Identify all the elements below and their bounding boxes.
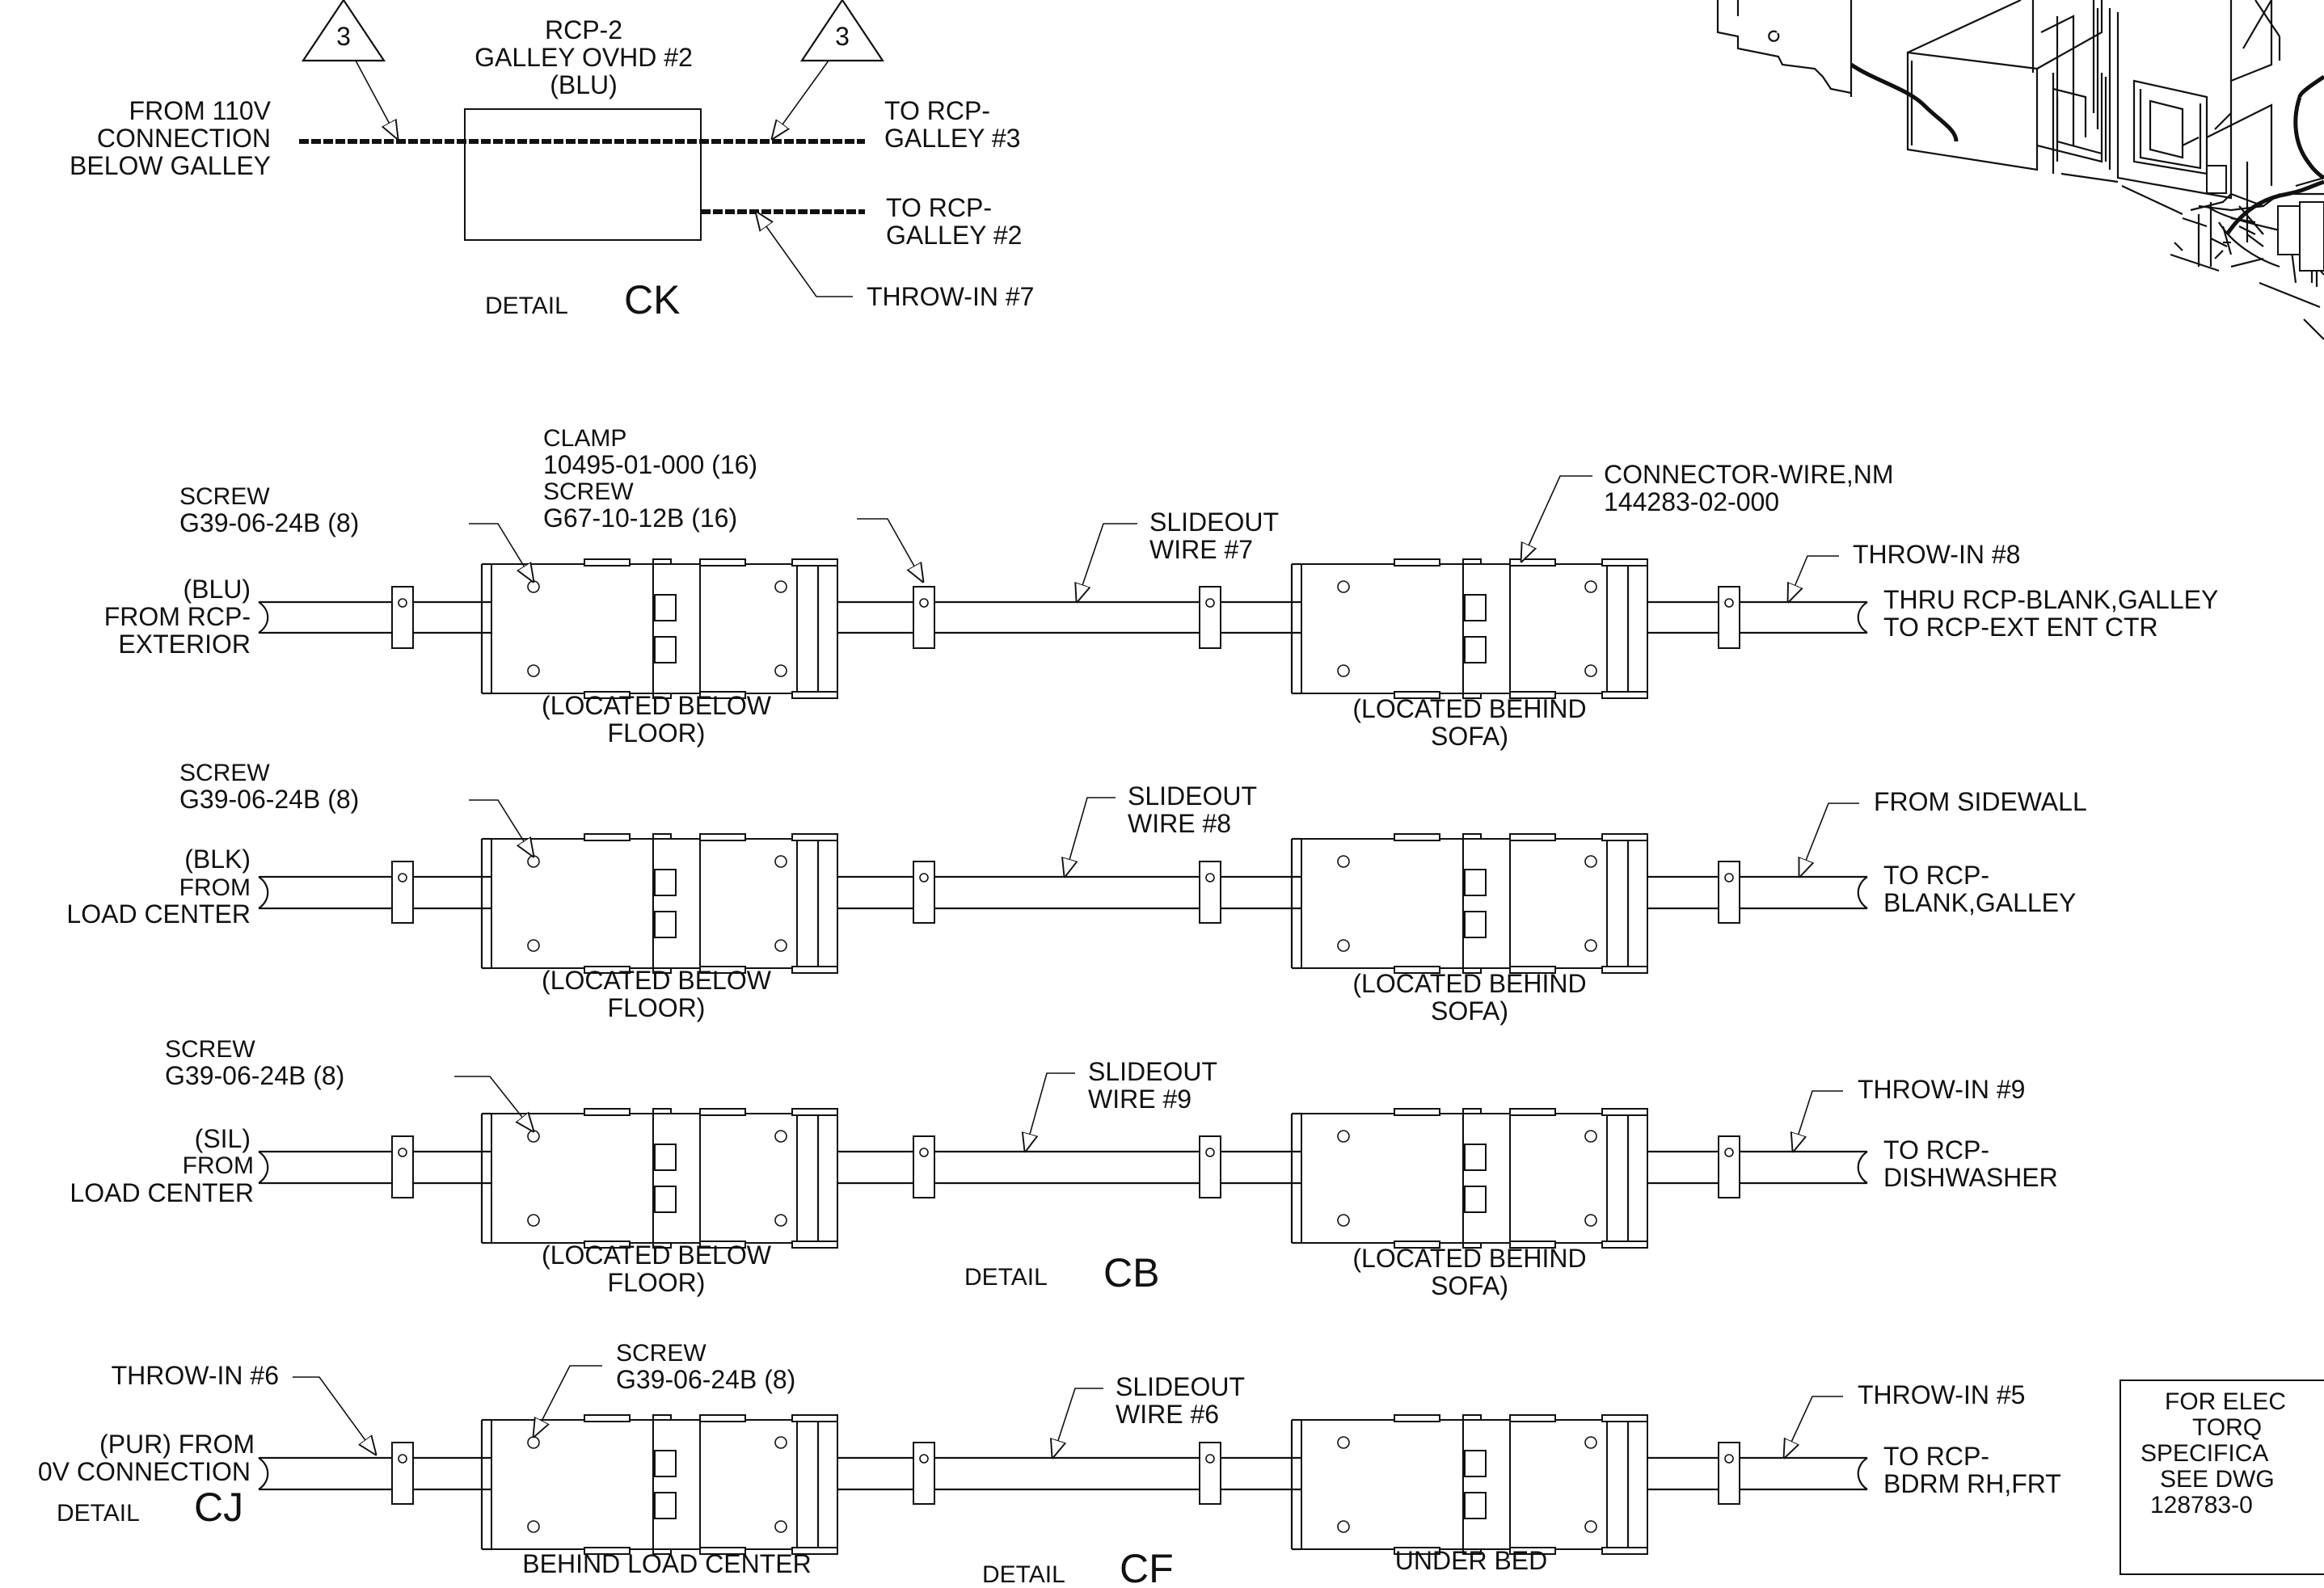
detail-cf-word: DETAIL [982, 1561, 1065, 1588]
note-line2: TORQ [2192, 1414, 2262, 1441]
screw-label-2-line2: G39-06-24B (8) [179, 785, 359, 814]
row1-left-line1: (BLU) [183, 575, 251, 604]
row3-loc-right-line2: SOFA) [1431, 1271, 1508, 1300]
row2-loc-right-line2: SOFA) [1431, 996, 1508, 1026]
wire-7-line1: SLIDEOUT [1149, 508, 1279, 537]
from-sidewall: FROM SIDEWALL [1874, 787, 2087, 816]
rcp-title-line1: RCP-2 [545, 15, 622, 44]
throw-in-8: THROW-IN #8 [1853, 540, 2020, 569]
row3-right-line1: TO RCP- [1883, 1135, 1989, 1165]
row-4-slideout-wire-6: THROW-IN #6 SCREW G39-06-24B (8) SLIDEOU… [38, 1340, 2061, 1588]
to-galley2-line2: GALLEY #2 [886, 221, 1022, 250]
row3-right-line2: DISHWASHER [1883, 1163, 2058, 1192]
clamp-label-line4: G67-10-12B (16) [543, 503, 737, 533]
to-galley3-line1: TO RCP- [884, 96, 990, 125]
from-label-line2: CONNECTION [97, 124, 271, 153]
wire-7-line2: WIRE #7 [1149, 535, 1253, 564]
row2-right-line1: TO RCP- [1883, 861, 1989, 890]
note-line1: FOR ELEC [2165, 1388, 2286, 1415]
row4-left-line1: (PUR) FROM [99, 1430, 255, 1459]
row1-right-line1: THRU RCP-BLANK,GALLEY [1883, 585, 2218, 614]
note-line5: 128783-0 [2150, 1492, 2253, 1518]
wire-8-line2: WIRE #8 [1128, 809, 1231, 838]
row3-left-line3: LOAD CENTER [70, 1178, 254, 1207]
clamp-label-line1: CLAMP [543, 425, 626, 452]
detail-ck-id: CK [624, 277, 680, 322]
throw-in-9: THROW-IN #9 [1858, 1075, 2025, 1104]
wire-8-line1: SLIDEOUT [1128, 781, 1257, 811]
row4-loc-left: BEHIND LOAD CENTER [522, 1549, 811, 1578]
row4-right-line1: TO RCP- [1883, 1442, 1989, 1471]
row3-left-line2: FROM [183, 1152, 254, 1179]
row-3-slideout-wire-9: SCREW G39-06-24B (8) SLIDEOUT WIRE #9 TH… [70, 1036, 2057, 1300]
row2-left-line2: FROM [179, 874, 251, 901]
row3-loc-left-line2: FLOOR) [608, 1268, 706, 1297]
row1-loc-right-line2: SOFA) [1431, 722, 1508, 751]
wire-9-line2: WIRE #9 [1088, 1085, 1192, 1114]
throw-in-5: THROW-IN #5 [1858, 1380, 2025, 1409]
connector-label-line1: CONNECTOR-WIRE,NM [1604, 460, 1894, 489]
to-galley3-line2: GALLEY #3 [884, 124, 1020, 153]
screw-label-4-line1: SCREW [616, 1340, 706, 1367]
revision-triangle-right [799, 0, 885, 62]
rcp-title-line3: (BLU) [550, 70, 618, 99]
row1-right-line2: TO RCP-EXT ENT CTR [1883, 613, 2158, 642]
from-label-line3: BELOW GALLEY [70, 151, 271, 180]
row1-loc-left-line2: FLOOR) [608, 718, 706, 748]
note-line4: SEE DWG [2160, 1466, 2275, 1493]
wire-6-line2: WIRE #6 [1116, 1400, 1219, 1429]
wire-9-line1: SLIDEOUT [1088, 1057, 1217, 1086]
screw-label-3-line2: G39-06-24B (8) [165, 1061, 344, 1090]
detail-cj-id: CJ [194, 1485, 243, 1530]
detail-ck-word: DETAIL [485, 293, 568, 319]
connector-label-line2: 144283-02-000 [1604, 487, 1779, 516]
triangle-left-label: 3 [336, 22, 351, 51]
screw-label-4-line2: G39-06-24B (8) [616, 1365, 795, 1394]
to-galley2-line1: TO RCP- [886, 193, 992, 222]
row2-left-line3: LOAD CENTER [66, 899, 251, 929]
row1-loc-left-line1: (LOCATED BELOW [542, 691, 772, 720]
row1-left-line3: EXTERIOR [118, 630, 251, 659]
triangle-right-label: 3 [835, 22, 850, 51]
row3-loc-left-line1: (LOCATED BELOW [542, 1240, 772, 1270]
row3-left-line1: (SIL) [195, 1124, 251, 1153]
row2-right-line2: BLANK,GALLEY [1883, 888, 2076, 917]
wire-6-line1: SLIDEOUT [1116, 1372, 1245, 1401]
row2-loc-right-line1: (LOCATED BEHIND [1352, 969, 1586, 998]
detail-cb-id: CB [1103, 1250, 1159, 1295]
screw-label-1-line1: SCREW [179, 483, 270, 510]
row4-left-line2: 0V CONNECTION [38, 1457, 251, 1486]
detail-cj-word: DETAIL [57, 1500, 140, 1527]
detail-ck: 3 3 RCP-2 GALLEY OVHD #2 (BLU) FROM 110V… [70, 0, 1034, 322]
row3-loc-right-line1: (LOCATED BEHIND [1352, 1244, 1586, 1273]
revision-triangle-left [301, 0, 386, 62]
screw-label-3-line1: SCREW [165, 1036, 255, 1063]
clamp-label-line2: 10495-01-000 (16) [543, 450, 757, 479]
note-line3: SPECIFICA [2141, 1440, 2268, 1467]
screw-label-2-line1: SCREW [179, 760, 270, 786]
row2-left-line1: (BLK) [184, 845, 251, 874]
row-2-slideout-wire-8: SCREW G39-06-24B (8) SLIDEOUT WIRE #8 FR… [66, 760, 2086, 1026]
row-1-slideout-wire-7: CLAMP 10495-01-000 (16) SCREW G67-10-12B… [104, 425, 2219, 751]
row1-loc-right-line1: (LOCATED BEHIND [1352, 694, 1586, 723]
rcp-title-line2: GALLEY OVHD #2 [475, 43, 693, 72]
note-box: FOR ELEC TORQ SPECIFICA SEE DWG 128783-0 [2119, 1379, 2324, 1575]
isometric-assembly-illustration [1716, 0, 2324, 340]
detail-cb-word: DETAIL [964, 1264, 1048, 1291]
from-label-line1: FROM 110V [129, 96, 272, 125]
row4-right-line2: BDRM RH,FRT [1883, 1469, 2061, 1498]
row4-loc-right: UNDER BED [1395, 1546, 1547, 1575]
clamp-label-line3: SCREW [543, 478, 634, 505]
row2-loc-left-line2: FLOOR) [608, 993, 706, 1022]
throw-in-6: THROW-IN #6 [112, 1361, 279, 1390]
screw-label-1-line2: G39-06-24B (8) [179, 508, 359, 537]
detail-cf-id: CF [1120, 1546, 1174, 1588]
row2-loc-left-line1: (LOCATED BELOW [542, 966, 772, 995]
row1-left-line2: FROM RCP- [104, 602, 251, 631]
throw-in-7: THROW-IN #7 [867, 282, 1034, 311]
rcp-box [464, 108, 702, 241]
